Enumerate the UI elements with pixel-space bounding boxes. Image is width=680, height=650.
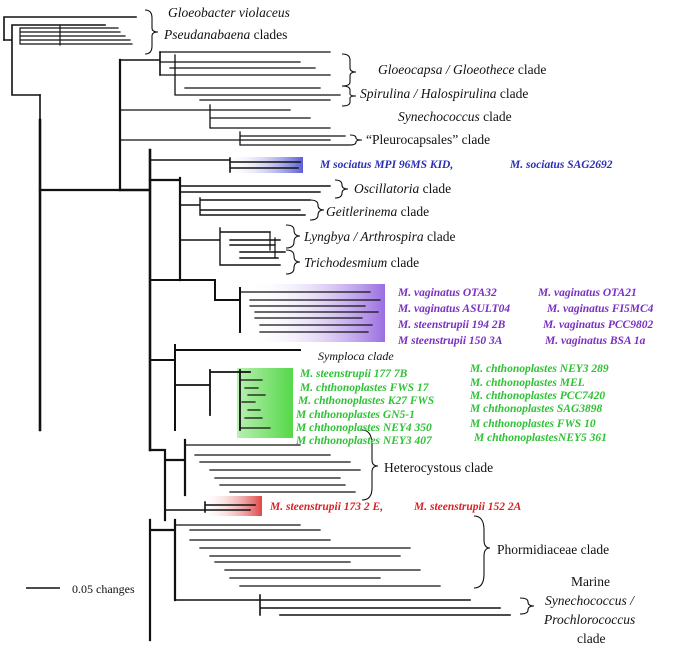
label-marine-clade: clade	[577, 631, 605, 646]
clade-brackets	[144, 9, 535, 615]
chthonoplastes-label: M. chthonoplastes K27 FWS	[297, 395, 434, 407]
vaginatus-label: M. steenstrupii 194 2B	[397, 319, 506, 331]
vaginatus-label: M. vaginatus PCC9802	[542, 319, 653, 331]
label-phormidiaceae: Phormidiaceae clade	[497, 542, 609, 557]
chthonoplastes-label: M chthonoplastes NEY4 350	[295, 422, 432, 434]
steenstrupii-label-b: M. steenstrupii 152 2A	[413, 501, 522, 513]
sociatus-highlight	[225, 157, 303, 173]
label-symploca: Symploca clade	[318, 349, 394, 363]
label-lyngbya: Lyngbya / Arthrospira clade	[303, 229, 455, 244]
vaginatus-label: M. vaginatus BSA 1a	[544, 335, 646, 347]
vaginatus-label: M. vaginatus OTA21	[537, 287, 637, 299]
vaginatus-label: M steenstrupii 150 3A	[397, 335, 503, 347]
chthonoplastes-label: M. chthonoplastes NEY3 289	[469, 363, 609, 375]
chthonoplastes-label: M. steenstrupii 177 7B	[299, 368, 408, 380]
vaginatus-label: M. vaginatus FI5MC4	[546, 303, 654, 315]
vaginatus-highlight	[248, 284, 385, 342]
scale-label: 0.05 changes	[72, 582, 135, 596]
chthonoplastes-label: M. chthonoplastes FWS 17	[299, 382, 430, 394]
label-trichodesmium: Trichodesmium clade	[304, 255, 419, 270]
steenstrupii-label-a: M. steenstrupii 173 2 E,	[269, 501, 383, 513]
chthonoplastes-label: M chthonoplastesNEY5 361	[473, 432, 607, 444]
vaginatus-label: M. vaginatus ASULT04	[397, 303, 510, 315]
label-marine-synechococcus: Synechococcus /	[545, 593, 635, 608]
sociatus-label-a: M sociatus MPI 96MS KID,	[319, 159, 453, 171]
label-marine-prochlorococcus: Prochlorococcus	[543, 612, 635, 627]
sociatus-label-b: M. sociatus SAG2692	[509, 159, 613, 171]
label-heterocystous: Heterocystous clade	[384, 460, 493, 475]
chthonoplastes-label: M. chthonoplastes MEL	[469, 377, 585, 389]
chthonoplastes-label: M chthonoplastes SAG3898	[469, 403, 603, 415]
label-marine: Marine	[571, 574, 610, 589]
chthonoplastes-label: M chthonoplastes GN5-1	[295, 409, 415, 421]
label-pseudanabaena: Pseudanabaena clades	[163, 27, 287, 42]
label-synechococcus: Synechococcus clade	[398, 109, 512, 124]
label-pleurocapsales: “Pleurocapsales” clade	[366, 132, 490, 147]
label-spirulina: Spirulina / Halospirulina clade	[360, 86, 528, 101]
tree-branches	[3, 16, 511, 642]
steenstrupii-red-highlight	[200, 496, 262, 516]
label-gloeocapsa: Gloeocapsa / Gloeothece clade	[378, 62, 546, 77]
chthonoplastes-label: M chthonoplastes FWS 10	[469, 418, 596, 430]
label-geitlerinema: Geitlerinema clade	[326, 204, 429, 219]
label-gloeobacter: Gloeobacter violaceus	[168, 5, 290, 20]
chthonoplastes-label: M chthonoplastes NEY3 407	[295, 435, 433, 447]
chthonoplastes-label: M. chthonoplastes PCC7420	[469, 390, 605, 402]
vaginatus-label: M. vaginatus OTA32	[397, 287, 497, 299]
label-oscillatoria: Oscillatoria clade	[354, 181, 451, 196]
